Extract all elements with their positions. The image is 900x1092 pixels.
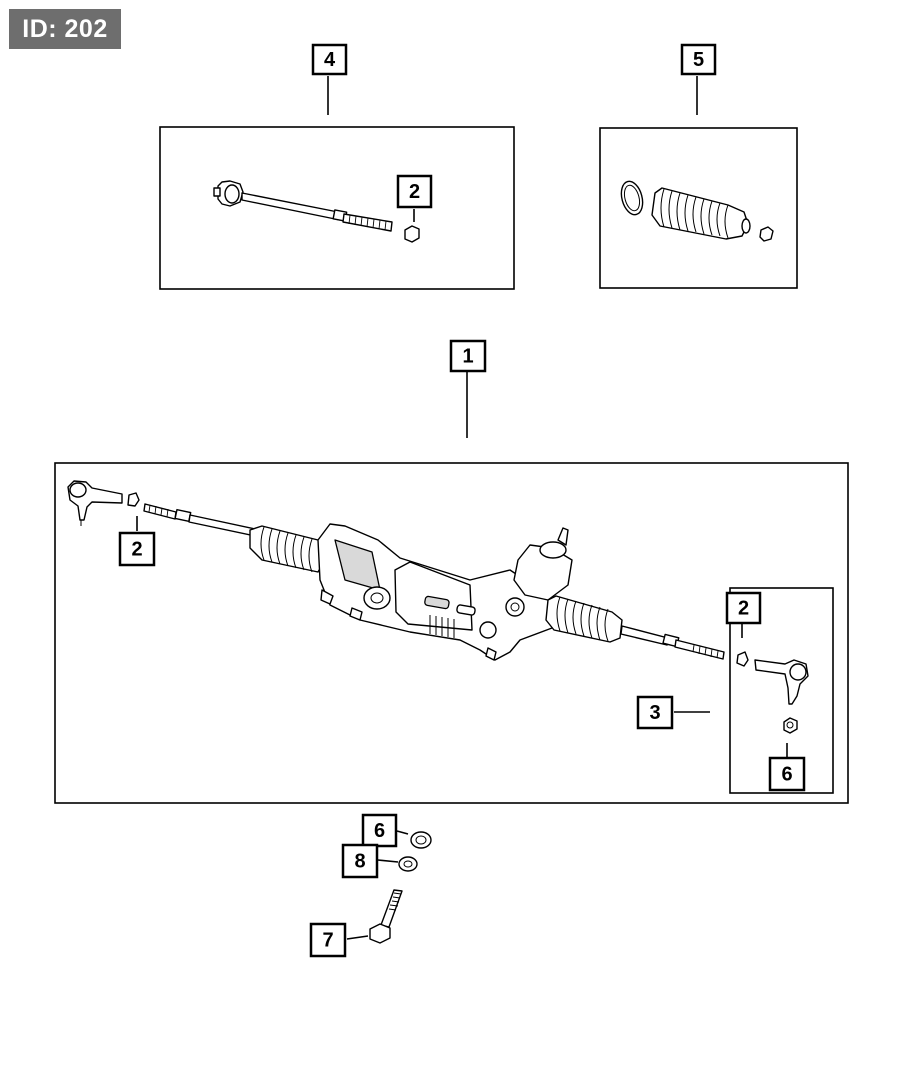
callout-2-left-label: 2 [131,539,142,561]
boot-kit-panel [599,127,798,289]
callout-2-upper: 2 [396,174,433,209]
callout-8-label: 8 [354,851,365,873]
callout-1-label: 1 [462,346,473,368]
id-badge: ID: 202 [9,9,121,49]
rack-assembly-panel [54,462,849,804]
callout-3-label: 3 [649,702,660,724]
callout-6-right-label: 6 [781,764,792,786]
hardware-drawing [369,831,432,944]
leader-8 [377,859,399,863]
callout-2-upper-label: 2 [409,181,420,203]
callout-7-label: 7 [322,930,333,952]
callout-4-label: 4 [324,49,336,71]
inner-tie-rod-drawing [213,180,420,243]
callout-5: 5 [680,43,717,76]
callout-3: 3 [636,695,674,730]
callout-2-right: 2 [725,591,762,625]
tie-rod-end-subpanel [729,587,834,794]
callout-7: 7 [309,922,347,958]
callout-8: 8 [341,843,379,879]
callout-6-lower-label: 6 [374,820,385,842]
callout-4: 4 [311,43,348,76]
callout-2-right-label: 2 [738,598,749,620]
callout-6-right: 6 [768,756,806,792]
inner-tie-rod-panel [159,126,515,290]
callout-5-label: 5 [693,49,704,71]
boot-kit-drawing [620,180,774,242]
callout-1: 1 [449,339,487,373]
callout-6-lower: 6 [361,813,398,848]
callout-2-left: 2 [118,531,156,567]
leader-6-lower [396,830,409,835]
right-tie-rod-end-drawing [736,651,809,734]
rack-and-pinion-drawing [67,480,725,661]
leader-7 [346,935,369,940]
